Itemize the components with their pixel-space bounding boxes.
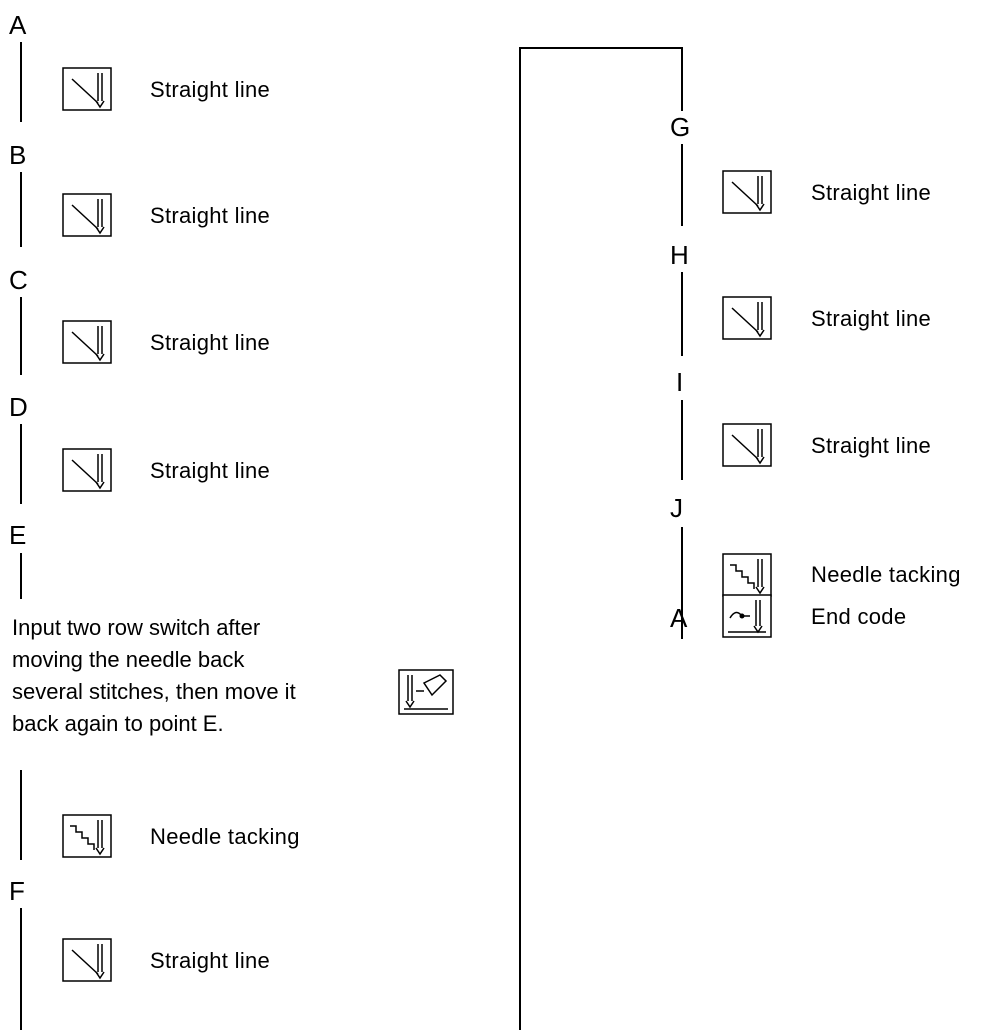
connector-line [519,47,683,49]
straight-line-icon [62,67,112,111]
step-label: Straight line [811,433,932,458]
step-label: End code [811,604,907,629]
instruction-note: Input two row switch after moving the ne… [12,612,392,740]
instruction-note-line: back again to point E. [12,711,224,736]
point-label-h: H [670,240,689,270]
straight-line-icon [62,193,112,237]
straight-line-icon [62,320,112,364]
connector-line [681,47,683,111]
path-line [20,908,22,1030]
instruction-note-line: Input two row switch after [12,615,261,640]
point-label-a: A [9,10,27,40]
instruction-note-line: several stitches, then move it [12,679,296,704]
path-line [20,172,22,247]
straight-line-icon [722,170,772,214]
path-line [681,272,683,356]
needle-tacking-icon [722,553,772,597]
step-label: Straight line [150,458,271,483]
step-label: Needle tacking [150,824,300,849]
point-label-a-end: A [670,603,688,633]
step-label: Straight line [150,330,271,355]
path-line [681,400,683,480]
path-line [20,42,22,122]
step-label: Straight line [150,77,271,102]
point-label-i: I [676,367,684,397]
end-code-icon [722,594,772,638]
straight-line-icon [722,423,772,467]
path-line [20,553,22,599]
path-line [20,770,22,860]
step-label: Straight line [150,948,271,973]
needle-tacking-icon [62,814,112,858]
path-line [20,424,22,504]
point-label-e: E [9,520,27,550]
step-label: Needle tacking [811,562,961,587]
point-label-b: B [9,140,27,170]
path-line [681,144,683,226]
straight-line-icon [62,448,112,492]
point-label-c: C [9,265,28,295]
step-label: Straight line [811,180,932,205]
point-label-d: D [9,392,28,422]
straight-line-icon [62,938,112,982]
step-label: Straight line [811,306,932,331]
step-label: Straight line [150,203,271,228]
path-line [20,297,22,375]
instruction-note-line: moving the needle back [12,647,245,672]
straight-line-icon [722,296,772,340]
point-label-g: G [670,112,691,142]
two-row-switch-icon [398,669,454,715]
path-line [681,527,683,639]
point-label-f: F [9,876,25,906]
point-label-j: J [670,493,683,523]
connector-line [519,47,521,1030]
